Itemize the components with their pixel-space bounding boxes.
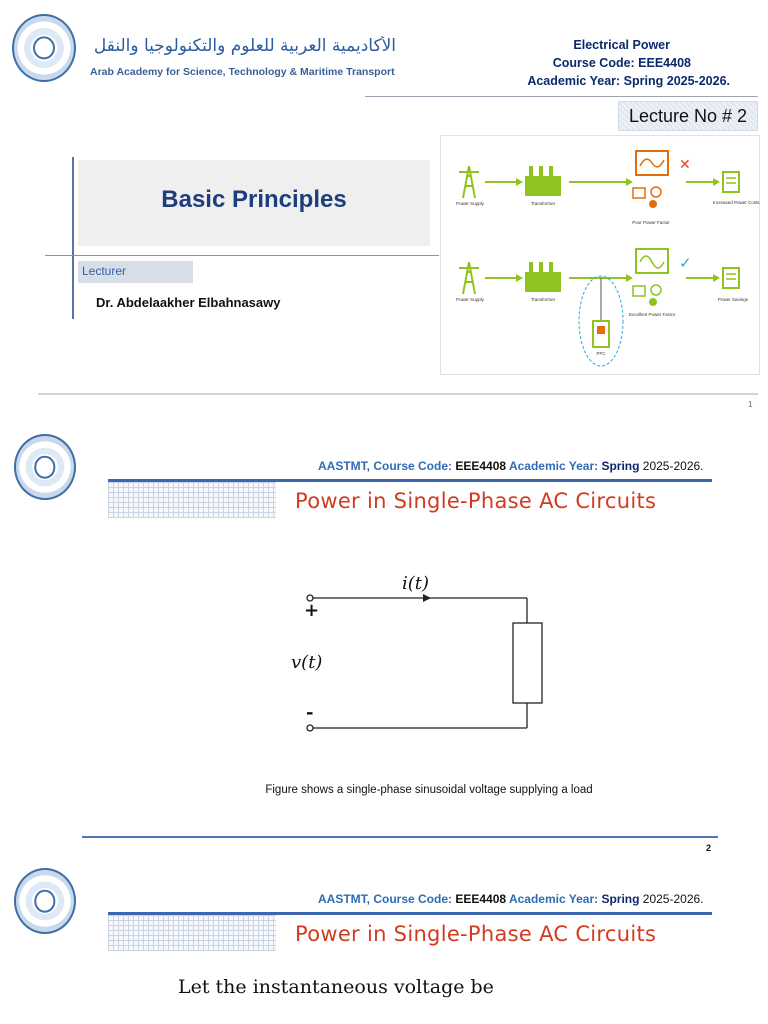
arrow-head: [626, 178, 633, 186]
lecture-number: Lecture No # 2: [618, 101, 758, 131]
academy-seal-logo: [12, 14, 76, 82]
title-grid-band: [108, 482, 276, 518]
page-number: 2: [706, 843, 712, 853]
slide-title: Power in Single-Phase AC Circuits: [295, 489, 657, 513]
slide-title: Basic Principles: [161, 186, 347, 213]
label-poor-pf: Poor Power Factor: [632, 220, 670, 225]
label-power-savings: Power Savings: [717, 297, 748, 302]
header-rule: [365, 96, 758, 97]
course-header: AASTMT, Course Code: EEE4408 Academic Ye…: [318, 892, 704, 906]
voltage-label: v(t): [291, 652, 323, 673]
appliances-icon: [632, 284, 662, 306]
label-pfc: PFC: [596, 351, 606, 356]
slide-separator: [38, 393, 758, 395]
course-code: Course Code: EEE4408: [552, 56, 691, 70]
bill-icon: [722, 171, 740, 193]
figure-caption: Figure shows a single-phase sinusoidal v…: [265, 784, 593, 796]
load-resistor: [512, 622, 543, 704]
current-label: i(t): [402, 573, 430, 594]
season: Spring: [601, 459, 640, 473]
pfc-highlight: [578, 275, 624, 367]
waveform-monitor-icon: [635, 150, 669, 176]
current-arrow: [423, 594, 431, 602]
lecturer-label-panel: [78, 261, 193, 283]
course-title: Electrical Power: [573, 38, 670, 52]
title-grid-band: [108, 915, 276, 951]
transformer-icon: [525, 262, 561, 292]
plus-sign: +: [304, 600, 320, 621]
power-factor-diagram-svg: ✕: [459, 150, 740, 367]
label-excellent-pf: Excellent Power Factor: [629, 312, 676, 317]
year-label: Academic Year:: [506, 459, 602, 473]
header-rule: [108, 912, 712, 915]
lecturer-label: Lecturer: [82, 264, 127, 278]
arrow-head: [713, 274, 720, 282]
arrow-head: [626, 274, 633, 282]
title-accent-bar: [72, 157, 74, 319]
appliances-icon: [632, 186, 662, 208]
label-transformer-top: Transformer: [530, 201, 556, 206]
slide-title: Power in Single-Phase AC Circuits: [295, 922, 657, 946]
bill-icon: [722, 267, 740, 289]
label-transformer-bottom: Transformer: [530, 297, 556, 302]
check-icon: ✓: [679, 254, 692, 272]
arrow-head: [713, 178, 720, 186]
page-number: 1: [748, 400, 753, 409]
year: 2025-2026.: [639, 892, 704, 906]
course-prefix: AASTMT, Course Code:: [318, 459, 456, 473]
year: 2025-2026.: [639, 459, 704, 473]
arrow-head: [516, 178, 523, 186]
year-label: Academic Year:: [506, 892, 602, 906]
academic-year: Academic Year: Spring 2025-2026.: [527, 74, 730, 88]
transformer-icon: [525, 166, 561, 196]
title-panel: [78, 160, 430, 246]
season: Spring: [601, 892, 640, 906]
course-header: AASTMT, Course Code: EEE4408 Academic Ye…: [318, 459, 704, 473]
circuit-diagram: [306, 594, 543, 732]
terminal-bottom: [306, 724, 314, 732]
pfc-device-icon: [592, 320, 610, 348]
footer-rule: [82, 836, 718, 838]
institution-arabic-name: الأكاديمية العربية للعلوم والتكنولوجيا و…: [90, 36, 396, 56]
pylon-icon: [459, 165, 479, 199]
arrow-head: [516, 274, 523, 282]
label-increased-costs: Increased Power Costs: [713, 200, 760, 205]
minus-sign: -: [306, 702, 314, 723]
course-code: EEE4408: [455, 892, 507, 906]
institution-english-name: Arab Academy for Science, Technology & M…: [90, 66, 395, 78]
cross-icon: ✕: [679, 157, 691, 173]
waveform-monitor-icon: [635, 248, 669, 274]
academy-seal-logo: [14, 868, 76, 934]
lecturer-name: Dr. Abdelaakher Elbahnasawy: [96, 295, 281, 310]
title-divider: [45, 255, 439, 256]
course-code: EEE4408: [455, 459, 507, 473]
label-power-supply-bottom: Power Supply: [456, 297, 484, 302]
pylon-icon: [459, 261, 479, 295]
course-prefix: AASTMT, Course Code:: [318, 892, 456, 906]
header-rule: [108, 479, 712, 482]
academy-seal-logo: [14, 434, 76, 500]
power-factor-diagram: ✕: [440, 135, 760, 375]
body-text: Let the instantaneous voltage be: [178, 976, 494, 998]
label-power-supply-top: Power Supply: [456, 201, 484, 206]
